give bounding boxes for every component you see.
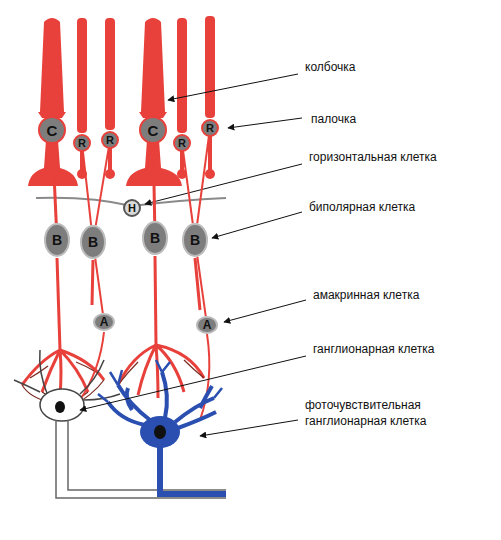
cell-letter: B [52, 233, 62, 247]
cell-connection [96, 149, 109, 226]
cell-letter: R [206, 123, 214, 134]
cell-node: A [93, 313, 115, 331]
cell-connection [95, 259, 102, 313]
cell-node: A [196, 316, 218, 334]
cell-node: R [73, 134, 91, 152]
callout-label: ганглионарная клетка [312, 342, 435, 358]
callout-label: колбочка [304, 60, 357, 76]
cell-node: B [182, 223, 208, 257]
photoreceptor-segments [28, 16, 215, 186]
callout-label: амакринная клетка [312, 288, 420, 304]
cell-letter: R [106, 135, 114, 146]
cell-letter: B [150, 231, 160, 245]
callout-label: биполярная клетка [308, 200, 416, 216]
cell-node: B [80, 225, 106, 259]
leader-arrows [80, 74, 306, 436]
cell-node: R [101, 131, 119, 149]
cell-node: C [38, 116, 66, 144]
cell-letter: B [190, 233, 200, 247]
cell-node: C [139, 116, 167, 144]
cell-letter: R [178, 138, 186, 149]
cell-letter: C [47, 123, 58, 138]
ganglion-cell [14, 350, 226, 498]
callout-label: горизонтальная клетка [308, 150, 438, 166]
nucleus [154, 425, 166, 439]
cell-connection [183, 152, 193, 223]
cell-letter: A [203, 319, 212, 331]
cell-connection [197, 257, 205, 316]
callout-label: фоточувствительная ганглионарная клетка [304, 398, 491, 429]
amacrine-output [80, 332, 209, 420]
cell-node: B [44, 223, 70, 257]
cell-node: R [173, 134, 191, 152]
cell-letter: A [100, 316, 109, 328]
cell-letter: C [148, 123, 159, 138]
cell-letter: H [128, 203, 136, 214]
cell-connection [53, 144, 57, 223]
cell-connection [197, 137, 209, 223]
cell-letter: B [88, 235, 98, 249]
cell-node: H [123, 199, 141, 217]
cell-connection [153, 144, 154, 221]
cell-node: R [201, 119, 219, 137]
photosensitive-soma [140, 416, 180, 448]
cell-connection [83, 152, 91, 225]
callout-label: палочка [310, 112, 357, 128]
cell-letter: R [78, 138, 86, 149]
cell-node: B [142, 221, 168, 255]
